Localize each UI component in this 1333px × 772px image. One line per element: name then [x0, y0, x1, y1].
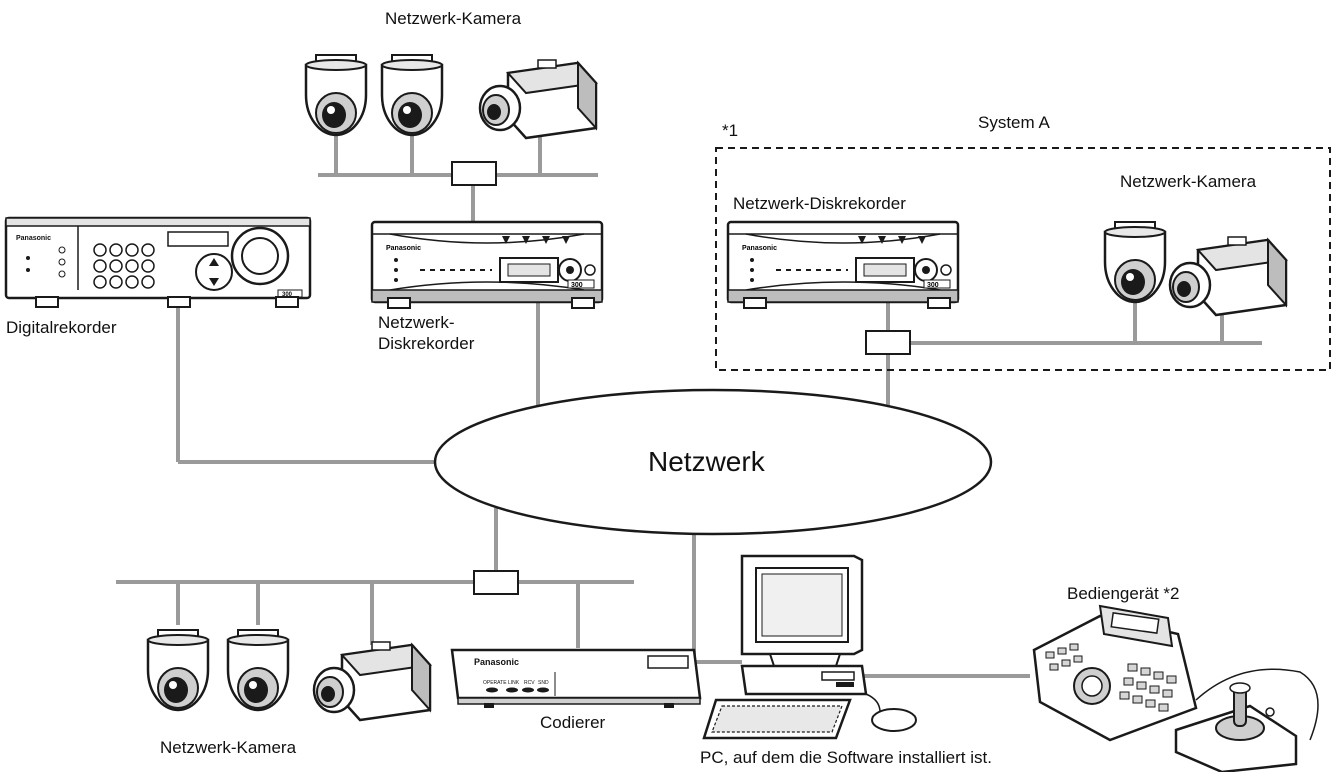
label-footnote-1: *1 [722, 121, 739, 140]
hub-top [451, 161, 497, 186]
pc-workstation [702, 554, 917, 740]
label-pc: PC, auf dem die Software installiert ist… [700, 748, 992, 767]
camera-dome-bottom-1 [146, 628, 210, 712]
camera-box-bottom [312, 640, 432, 722]
encoder-led-rcv: RCV [524, 680, 535, 686]
label-digital-recorder: Digitalrekorder [6, 318, 117, 337]
svg-text:Panasonic: Panasonic [16, 235, 51, 242]
encoder-led-link: LINK [508, 680, 520, 686]
network-cloud [433, 388, 993, 536]
encoder-led-operate: OPERATE [483, 680, 507, 686]
encoder-brand: Panasonic [474, 657, 519, 667]
label-encoder: Codierer [540, 713, 606, 732]
system-a-boundary [715, 147, 1331, 371]
camera-dome-top-1 [304, 53, 368, 137]
system-controller [1032, 604, 1319, 772]
label-camera-bottom: Netzwerk-Kamera [160, 738, 297, 757]
camera-box-system-a [1168, 235, 1288, 317]
label-camera-system-a: Netzwerk-Kamera [1120, 172, 1257, 191]
hub-bottom [473, 570, 519, 595]
network-disk-recorder-system-a [726, 220, 960, 304]
digital-recorder: Panasonic 300 [4, 216, 312, 300]
label-controller: Bediengerät *2 [1067, 584, 1180, 603]
label-recorder-center-line1: Netzwerk- [378, 313, 455, 332]
svg-text:300: 300 [282, 292, 293, 298]
camera-box-top [478, 58, 598, 140]
camera-dome-system-a [1103, 220, 1167, 304]
encoder-led-snd: SND [538, 680, 549, 686]
label-recorder-system-a: Netzwerk-Diskrekorder [733, 194, 906, 213]
label-system-a: System A [978, 113, 1050, 132]
label-recorder-center-line2: Diskrekorder [378, 334, 475, 353]
camera-dome-bottom-2 [226, 628, 290, 712]
hub-system-a [865, 330, 911, 355]
network-disk-recorder-center [370, 220, 604, 304]
camera-dome-top-2 [380, 53, 444, 137]
label-network: Netzwerk [648, 446, 765, 477]
encoder-device: Panasonic OPERATE LINK RCV SND [450, 648, 702, 708]
label-camera-top: Netzwerk-Kamera [385, 9, 522, 28]
